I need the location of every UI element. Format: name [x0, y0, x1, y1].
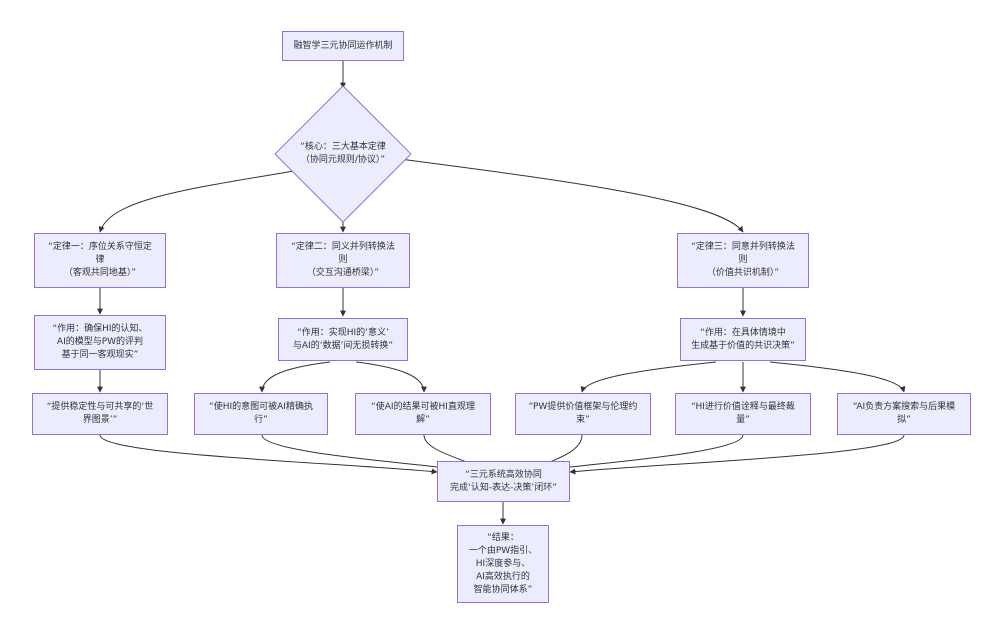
- law1-label: “定律一：序位关系守恒定 律 （客观共同地基）”: [48, 242, 152, 278]
- core-diamond-shape: [274, 85, 412, 223]
- leaf4-label: “PW提供价值框架与伦理约 束”: [528, 402, 638, 425]
- edge-core-law1: [98, 169, 301, 233]
- leaf3-node: “使AI的结果可被HI直观理 解”: [355, 393, 491, 435]
- leaf4-node: “PW提供价值框架与伦理约 束”: [515, 393, 651, 435]
- leaf1-node: “提供稳定性与可共享的‘世 界图景’”: [32, 393, 168, 435]
- edge-leaf5-synergy: [561, 434, 744, 471]
- edge-effect3-leaf4: [580, 361, 717, 393]
- edge-leaf1-synergy: [99, 434, 438, 475]
- leaf6-node: “AI负责方案搜索与后果模 拟”: [837, 393, 971, 435]
- leaf2-node: “使HI的意图可被AI精确执 行”: [194, 393, 328, 435]
- law2-node: “定律二：同义并列转换法 则 （交互沟通桥梁）”: [276, 233, 410, 288]
- leaf3-label: “使AI的结果可被HI直观理 解”: [371, 402, 475, 425]
- edge-effect2-leaf3: [355, 361, 427, 393]
- effect1-node: “作用：确保HI的认知、 AI的模型与PW的评判 基于同一客观现实”: [34, 315, 166, 370]
- core-diamond: [274, 85, 412, 223]
- result-node: “结果： 一个由PW指引、 HI深度参与、 AI高效执行的 智能协同体系”: [457, 525, 549, 603]
- leaf5-label: “HI进行价值诠释与最终裁 量”: [691, 402, 795, 425]
- core-node: “核心：三大基本定律 （协同元规则/协议）”: [273, 84, 413, 224]
- law3-label: “定律三：同意并列转换法 则 （价值共识机制）”: [691, 242, 795, 278]
- root-label: 融智学三元协同运作机制: [293, 40, 393, 51]
- leaf6-label: “AI负责方案搜索与后果模 拟”: [852, 402, 956, 425]
- edge-leaf2-synergy: [261, 434, 447, 471]
- edge-effect3-leaf6: [769, 361, 906, 393]
- effect1-label: “作用：确保HI的认知、 AI的模型与PW的评判 基于同一客观现实”: [52, 324, 148, 360]
- edge-effect2-leaf2: [259, 361, 331, 393]
- edge-leaf6-synergy: [569, 434, 905, 475]
- law1-node: “定律一：序位关系守恒定 律 （客观共同地基）”: [34, 233, 166, 288]
- law3-node: “定律三：同意并列转换法 则 （价值共识机制）”: [677, 233, 809, 288]
- synergy-node: “三元系统高效协同 完成‘认知-表达-决策’闭环”: [437, 461, 570, 502]
- result-label: “结果： 一个由PW指引、 HI深度参与、 AI高效执行的 智能协同体系”: [468, 532, 538, 595]
- effect2-node: “作用：实现HI的‘意义’ 与AI的‘数据’间无损转换”: [278, 318, 408, 361]
- law2-label: “定律二：同义并列转换法 则 （交互沟通桥梁）”: [291, 242, 395, 278]
- leaf2-label: “使HI的意图可被AI精确执 行”: [209, 402, 313, 425]
- leaf1-label: “提供稳定性与可共享的‘世 界图景’”: [46, 402, 154, 425]
- effect3-node: “作用：在具体情境中 生成基于价值的共识决策”: [680, 318, 806, 361]
- edge-core-law3: [391, 157, 744, 233]
- root-node: 融智学三元协同运作机制: [282, 31, 404, 61]
- effect3-label: “作用：在具体情境中 生成基于价值的共识决策”: [691, 327, 795, 351]
- leaf5-node: “HI进行价值诠释与最终裁 量”: [675, 393, 811, 435]
- synergy-label: “三元系统高效协同 完成‘认知-表达-决策’闭环”: [450, 469, 557, 493]
- core-label: “核心：三大基本定律 （协同元规则/协议）”: [300, 142, 386, 165]
- effect2-label: “作用：实现HI的‘意义’ 与AI的‘数据’间无损转换”: [292, 327, 394, 351]
